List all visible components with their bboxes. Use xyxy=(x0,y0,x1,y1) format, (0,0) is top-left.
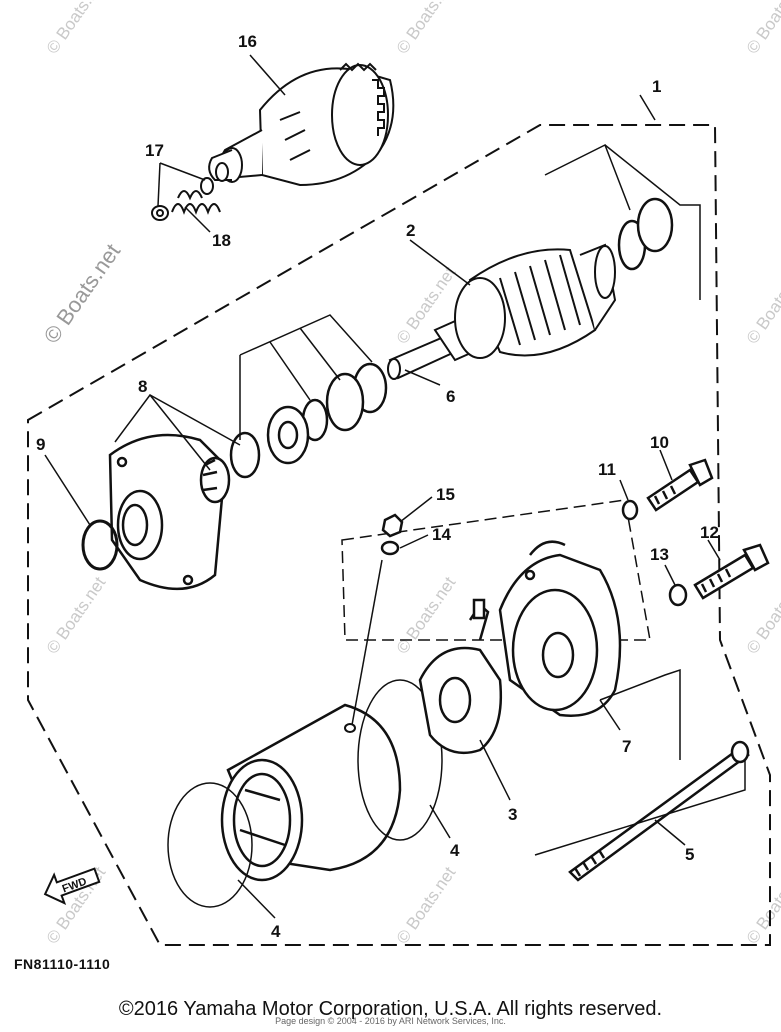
leader-line xyxy=(237,879,276,919)
part-label: 13 xyxy=(650,545,669,564)
leader-line xyxy=(269,341,311,401)
leader-line xyxy=(44,454,91,526)
part-label: 18 xyxy=(212,231,231,250)
leader-line xyxy=(299,327,341,381)
leader-line xyxy=(664,564,676,586)
armature-washers-part xyxy=(617,197,674,271)
armature-part xyxy=(387,243,617,380)
brush-holder-part xyxy=(418,598,502,755)
leader-line xyxy=(619,479,629,501)
page-design-credit: Page design © 2004 - 2016 by ARI Network… xyxy=(275,1016,506,1026)
leader-line xyxy=(399,496,433,523)
bolt-part xyxy=(693,543,770,600)
leader-line xyxy=(149,394,211,471)
leader-line xyxy=(404,369,441,386)
front-cover-part xyxy=(108,433,231,591)
leader-line xyxy=(654,819,686,846)
watermark: © Boats.net xyxy=(393,573,460,657)
leader-line xyxy=(184,206,211,233)
part-label: 12 xyxy=(700,523,719,542)
terminal-hole xyxy=(344,723,356,733)
part-label: 9 xyxy=(36,435,45,454)
assembly-outline xyxy=(27,124,771,946)
leader-line xyxy=(534,760,746,856)
washers-spring-part xyxy=(151,177,221,221)
gasket-part xyxy=(357,679,443,841)
part-label: 7 xyxy=(622,737,631,756)
leader-line xyxy=(429,804,451,839)
part-label: 10 xyxy=(650,433,669,452)
leader-line xyxy=(249,54,286,96)
washer-part xyxy=(621,499,639,521)
part-label: 8 xyxy=(138,377,147,396)
nut-part xyxy=(380,513,404,556)
part-label: 1 xyxy=(652,77,661,96)
part-label: 2 xyxy=(406,221,415,240)
copyright-notice: ©2016 Yamaha Motor Corporation, U.S.A. A… xyxy=(118,998,663,1020)
starter-motor-exploded-diagram: © Boats.net © Boats.net © Boats.net © Bo… xyxy=(14,0,781,972)
washer-part xyxy=(668,583,688,607)
part-label: 14 xyxy=(432,525,451,544)
watermark: © Boats.net xyxy=(743,573,781,657)
part-label: 5 xyxy=(685,845,694,864)
washer-stack-part xyxy=(229,362,388,479)
leader-line xyxy=(239,314,373,363)
part-label: 4 xyxy=(450,841,460,860)
yoke-part xyxy=(220,703,402,882)
part-label: 15 xyxy=(436,485,455,504)
leader-line xyxy=(599,699,621,731)
leader-line xyxy=(399,534,429,549)
watermark: © Boats.net xyxy=(393,0,460,57)
watermark: © Boats.net xyxy=(393,863,460,947)
gasket-part xyxy=(167,782,253,908)
part-label: 11 xyxy=(598,460,616,479)
part-label: 6 xyxy=(446,387,455,406)
leader-line xyxy=(659,449,673,481)
through-bolt-part xyxy=(568,740,750,882)
watermark: © Boats.net xyxy=(43,0,110,57)
leader-line xyxy=(157,162,161,207)
leader-line xyxy=(409,239,471,286)
leader-line xyxy=(604,144,701,300)
watermark: © Boats.net xyxy=(43,573,110,657)
leader-line xyxy=(707,539,721,561)
leader-line xyxy=(599,668,681,760)
bolt-part xyxy=(646,458,714,512)
watermark: © Boats.net xyxy=(743,0,781,57)
watermark: © Boats.net xyxy=(743,263,781,347)
part-label: 17 xyxy=(145,141,164,160)
leader-line xyxy=(159,162,206,181)
rear-cover-part xyxy=(498,540,622,717)
watermark: © Boats.net xyxy=(743,863,781,947)
starter-clutch-part xyxy=(208,62,395,187)
o-ring-part xyxy=(81,519,119,571)
part-label: 16 xyxy=(238,32,257,51)
brush-plate-outline xyxy=(341,499,651,641)
leader-line xyxy=(639,94,656,121)
part-label: 3 xyxy=(508,805,517,824)
leader-line xyxy=(479,739,511,801)
part-label: 4 xyxy=(271,922,281,941)
watermark: © Boats.net xyxy=(39,239,126,348)
diagram-code: FN81110-1110 xyxy=(14,956,110,972)
leader-line xyxy=(351,559,383,726)
